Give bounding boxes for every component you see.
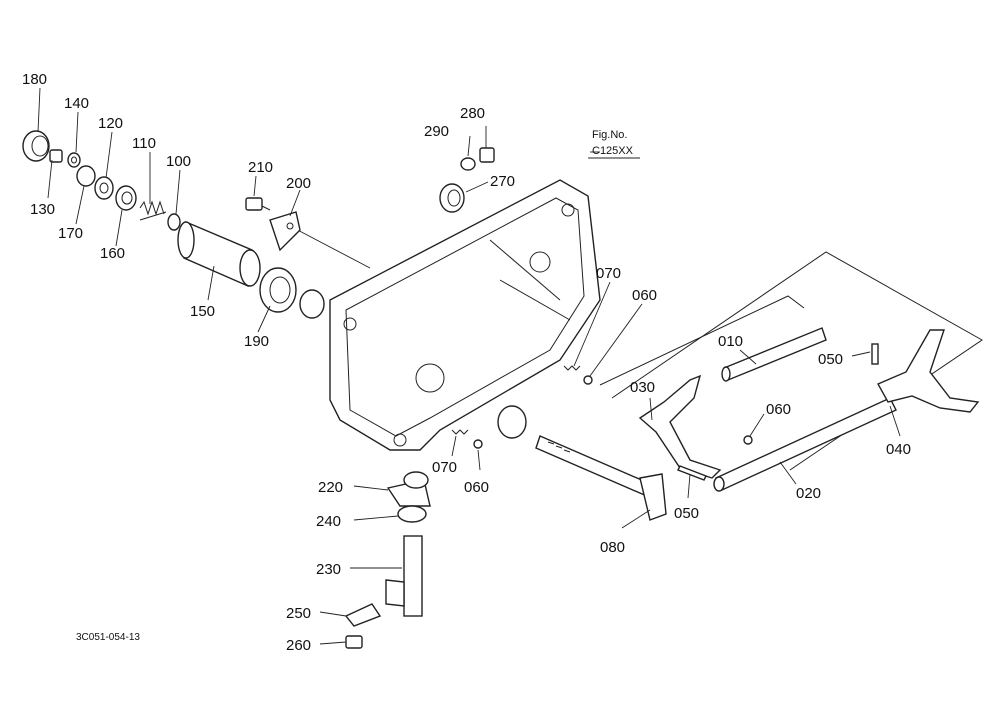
part-010-shaft [721, 327, 827, 382]
label-210: 210 [248, 159, 273, 176]
label-030: 030 [630, 379, 655, 396]
part-230-shaft [385, 535, 423, 617]
label-020: 020 [796, 485, 821, 502]
label-080: 080 [600, 539, 625, 556]
figure-caption-line1: Fig.No. [592, 129, 627, 141]
label-050-lower: 050 [674, 505, 699, 522]
part-260-bolt [345, 635, 363, 649]
label-150: 150 [190, 303, 215, 320]
label-190: 190 [244, 333, 269, 350]
part-060-ball-right [743, 435, 753, 445]
part-150-sleeve [177, 220, 261, 288]
label-160: 160 [100, 245, 125, 262]
part-040-fork [877, 329, 980, 413]
part-280-plug [479, 147, 495, 163]
label-050-upper: 050 [818, 351, 843, 368]
part-080-shift-shaft [535, 435, 667, 521]
part-250-plate [344, 603, 382, 627]
part-190-bearing [259, 267, 297, 313]
part-070-spring-upper [563, 365, 581, 371]
part-270-seal [439, 183, 465, 213]
part-220-lever [386, 471, 431, 507]
label-230: 230 [316, 561, 341, 578]
label-250: 250 [286, 605, 311, 622]
part-160-bearing [115, 185, 137, 211]
label-110: 110 [132, 135, 156, 152]
label-240: 240 [316, 513, 341, 530]
part-050-pin [871, 343, 879, 365]
label-070-upper: 070 [596, 265, 621, 282]
label-130: 130 [30, 201, 55, 218]
label-220: 220 [318, 479, 343, 496]
label-070-lower: 070 [432, 459, 457, 476]
part-110-spring [139, 200, 167, 221]
leader-lines [37, 87, 901, 645]
label-170: 170 [58, 225, 83, 242]
label-060-right: 060 [766, 401, 791, 418]
label-010: 010 [718, 333, 743, 350]
part-100-washer [167, 213, 181, 231]
label-100: 100 [166, 153, 191, 170]
part-290-washer [460, 157, 476, 171]
part-050-pin-2 [677, 465, 707, 481]
label-140: 140 [64, 95, 89, 112]
part-bushing [299, 289, 325, 319]
part-070-spring-lower [451, 429, 469, 435]
part-240-washer [397, 505, 427, 523]
housing-case [329, 179, 601, 451]
label-180: 180 [22, 71, 47, 88]
part-060-ball-lower [473, 439, 483, 449]
part-030-fork [638, 374, 722, 479]
label-200: 200 [286, 175, 311, 192]
part-180-seal [22, 130, 50, 162]
part-130-nut [49, 149, 63, 163]
part-roller [497, 405, 527, 439]
label-060-upper: 060 [632, 287, 657, 304]
label-060-lower: 060 [464, 479, 489, 496]
label-260: 260 [286, 637, 311, 654]
part-170-snap-ring [76, 165, 96, 187]
part-210-bolt [245, 197, 271, 211]
part-020-shaft [713, 397, 897, 492]
figure-caption-line2: C125XX [592, 145, 634, 157]
label-270: 270 [490, 173, 515, 190]
part-060-ball-upper [583, 375, 593, 385]
label-280: 280 [460, 105, 485, 122]
label-040: 040 [886, 441, 911, 458]
label-290: 290 [424, 123, 449, 140]
part-200-arm [269, 211, 301, 252]
label-120: 120 [98, 115, 123, 132]
drawing-number: 3C051-054-13 [76, 632, 140, 643]
part-140-washer [67, 152, 81, 168]
part-120-collar [94, 176, 114, 200]
